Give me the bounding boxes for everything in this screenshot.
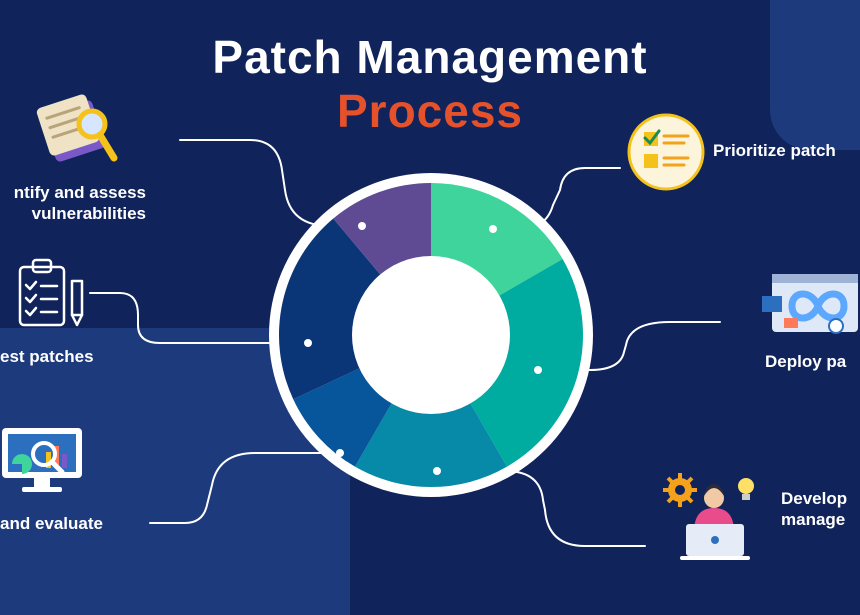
step-label-identify-line-2: vulnerabilities <box>31 204 146 223</box>
dot-develop <box>433 467 441 475</box>
page-title-accent: Process <box>336 85 523 137</box>
dot-test <box>304 339 312 347</box>
step-label-deploy: Deploy pa <box>765 351 846 372</box>
step-label-test-line-1: est patches <box>0 347 94 366</box>
step-label-prioritize-line-1: Prioritize patch <box>713 141 836 160</box>
connector-deploy <box>537 321 721 371</box>
step-label-prioritize: Prioritize patch <box>713 140 836 161</box>
step-label-identify-line-1: ntify and assess <box>13 183 146 202</box>
background-panel-right <box>770 0 860 150</box>
document-search-icon <box>36 94 118 162</box>
step-label-develop: Develop manage <box>781 488 847 530</box>
checklist-badge-icon <box>627 113 705 191</box>
page-title: Patch Management <box>212 31 648 83</box>
step-label-deploy-line-1: Deploy pa <box>765 352 847 371</box>
donut-hole <box>352 256 510 414</box>
step-label-identify: ntify and assess vulnerabilities <box>0 182 146 224</box>
clipboard-checklist-icon <box>18 258 84 327</box>
devops-infinity-icon <box>762 274 858 334</box>
step-label-develop-line-1: Develop <box>781 489 848 508</box>
connector-evaluate <box>149 452 341 524</box>
step-label-evaluate-line-1: and evaluate <box>0 514 103 533</box>
segment-deploy <box>431 259 583 467</box>
connector-test <box>89 292 309 344</box>
step-label-develop-line-2: manage <box>781 510 846 529</box>
monitor-analytics-icon <box>2 428 82 492</box>
segment-test <box>279 218 431 400</box>
dot-evaluate <box>336 449 344 457</box>
dot-deploy <box>534 366 542 374</box>
connector-develop <box>436 470 646 547</box>
step-label-test: est patches <box>0 346 94 367</box>
dot-prioritize <box>489 225 497 233</box>
dot-identify <box>358 222 366 230</box>
step-label-evaluate: and evaluate <box>0 513 103 534</box>
developer-laptop-icon <box>663 473 754 560</box>
